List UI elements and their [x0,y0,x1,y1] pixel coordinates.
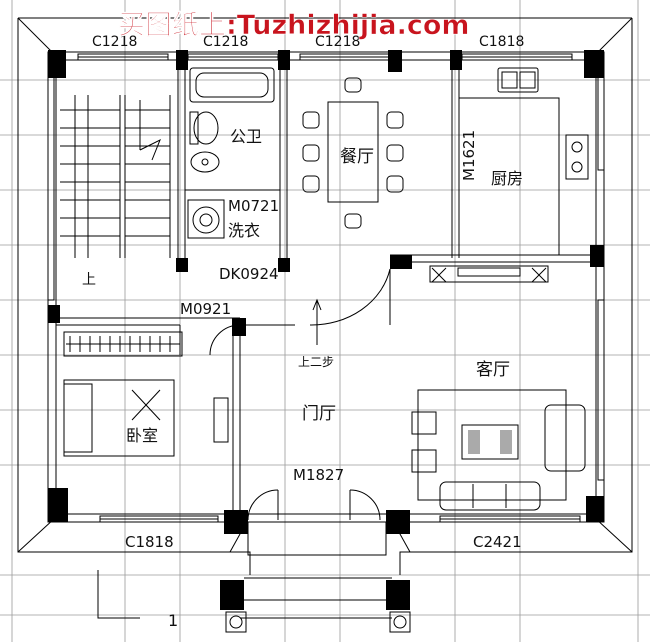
room-labels: 公卫 洗衣 餐厅 厨房 客厅 门厅 卧室 上 上二步 [82,127,523,445]
window-label-top-1: C1218 [92,34,137,50]
door-swings [179,268,391,521]
door-label-bedroom: M0921 [180,300,231,318]
two-steps-up-label: 上二步 [298,355,334,369]
staircase [60,95,171,258]
door-labels: M0721 M1621 DK0924 M0921 M1827 [180,130,478,484]
roof-eave [17,17,633,575]
window-label-top-4: C1818 [479,34,524,50]
room-label-dining: 餐厅 [340,147,374,167]
room-label-bedroom: 卧室 [126,426,158,445]
window-label-top-2: C1218 [203,34,248,50]
interior-walls [56,60,600,518]
window-label-bottom-left: C1818 [125,533,174,551]
room-label-foyer: 门厅 [302,404,336,424]
door-label-dining-opening: DK0924 [219,265,279,283]
columns [48,50,604,610]
entrance-porch [225,522,411,633]
watermark-text: 买图纸上:Tuzhizhijia.com [118,9,470,41]
stair-up-label: 上 [82,272,96,288]
door-label-kitchen: M1621 [460,130,478,181]
room-label-kitchen: 厨房 [491,169,523,188]
window-labels: C1218 C1218 C1218 C1818 C1818 C2421 [92,34,524,551]
section-mark-number: 1 [168,611,178,630]
window-label-bottom-right: C2421 [473,533,522,551]
top-windows [47,53,605,523]
tv-cabinet [429,265,549,283]
bath-fixtures [187,67,275,239]
window-label-top-3: C1218 [315,34,360,50]
section-symbol [97,570,140,619]
exterior-walls [47,51,605,523]
room-label-living: 客厅 [476,360,510,380]
bedroom-furniture [63,331,229,457]
kitchen-counter [459,67,589,255]
room-label-laundry: 洗衣 [228,221,260,240]
door-label-entrance: M1827 [293,466,344,484]
door-label-bath: M0721 [228,197,279,215]
dining-set [302,77,404,229]
sofa-set [411,389,586,511]
room-label-public-bath: 公卫 [230,127,262,146]
